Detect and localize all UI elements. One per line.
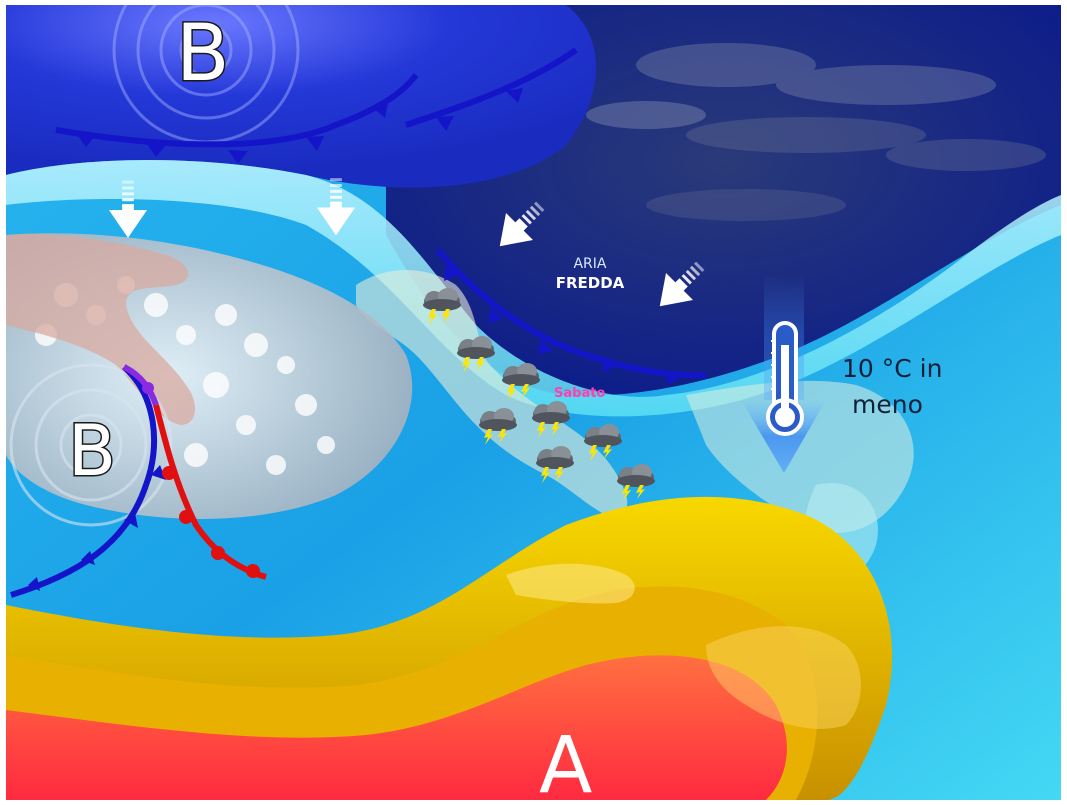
cold-air-boundary-glow	[6, 160, 1061, 417]
cold-front-adriatic	[435, 248, 707, 385]
day-label: Sabato	[554, 386, 605, 401]
thermometer-group	[741, 275, 826, 473]
low-pressure-west-swirl	[9, 363, 173, 527]
cold-air-label-line1: ARIA	[573, 256, 606, 272]
cold-air-label-line2: FREDDA	[556, 274, 625, 292]
temperature-drop-line1: 10 °C in	[842, 354, 942, 383]
sky-cloud-texture	[586, 43, 1046, 221]
africa-coast	[706, 626, 861, 729]
weather-map: B B A ARIA FREDDA 10 °C in meno Sabato	[6, 5, 1061, 800]
low-pressure-north-mass	[6, 5, 596, 188]
thermometer-icon	[766, 321, 804, 436]
sicily-land	[506, 563, 635, 604]
hand	[6, 233, 196, 425]
cold-front-north	[55, 47, 578, 164]
pressure-high-label: A	[539, 721, 592, 800]
temperature-drop-line2: meno	[852, 390, 923, 419]
high-pressure-core	[6, 655, 787, 800]
pressure-low-west-label: B	[68, 410, 116, 492]
front-system-west	[10, 364, 267, 598]
pressure-low-north-label: B	[176, 9, 230, 99]
